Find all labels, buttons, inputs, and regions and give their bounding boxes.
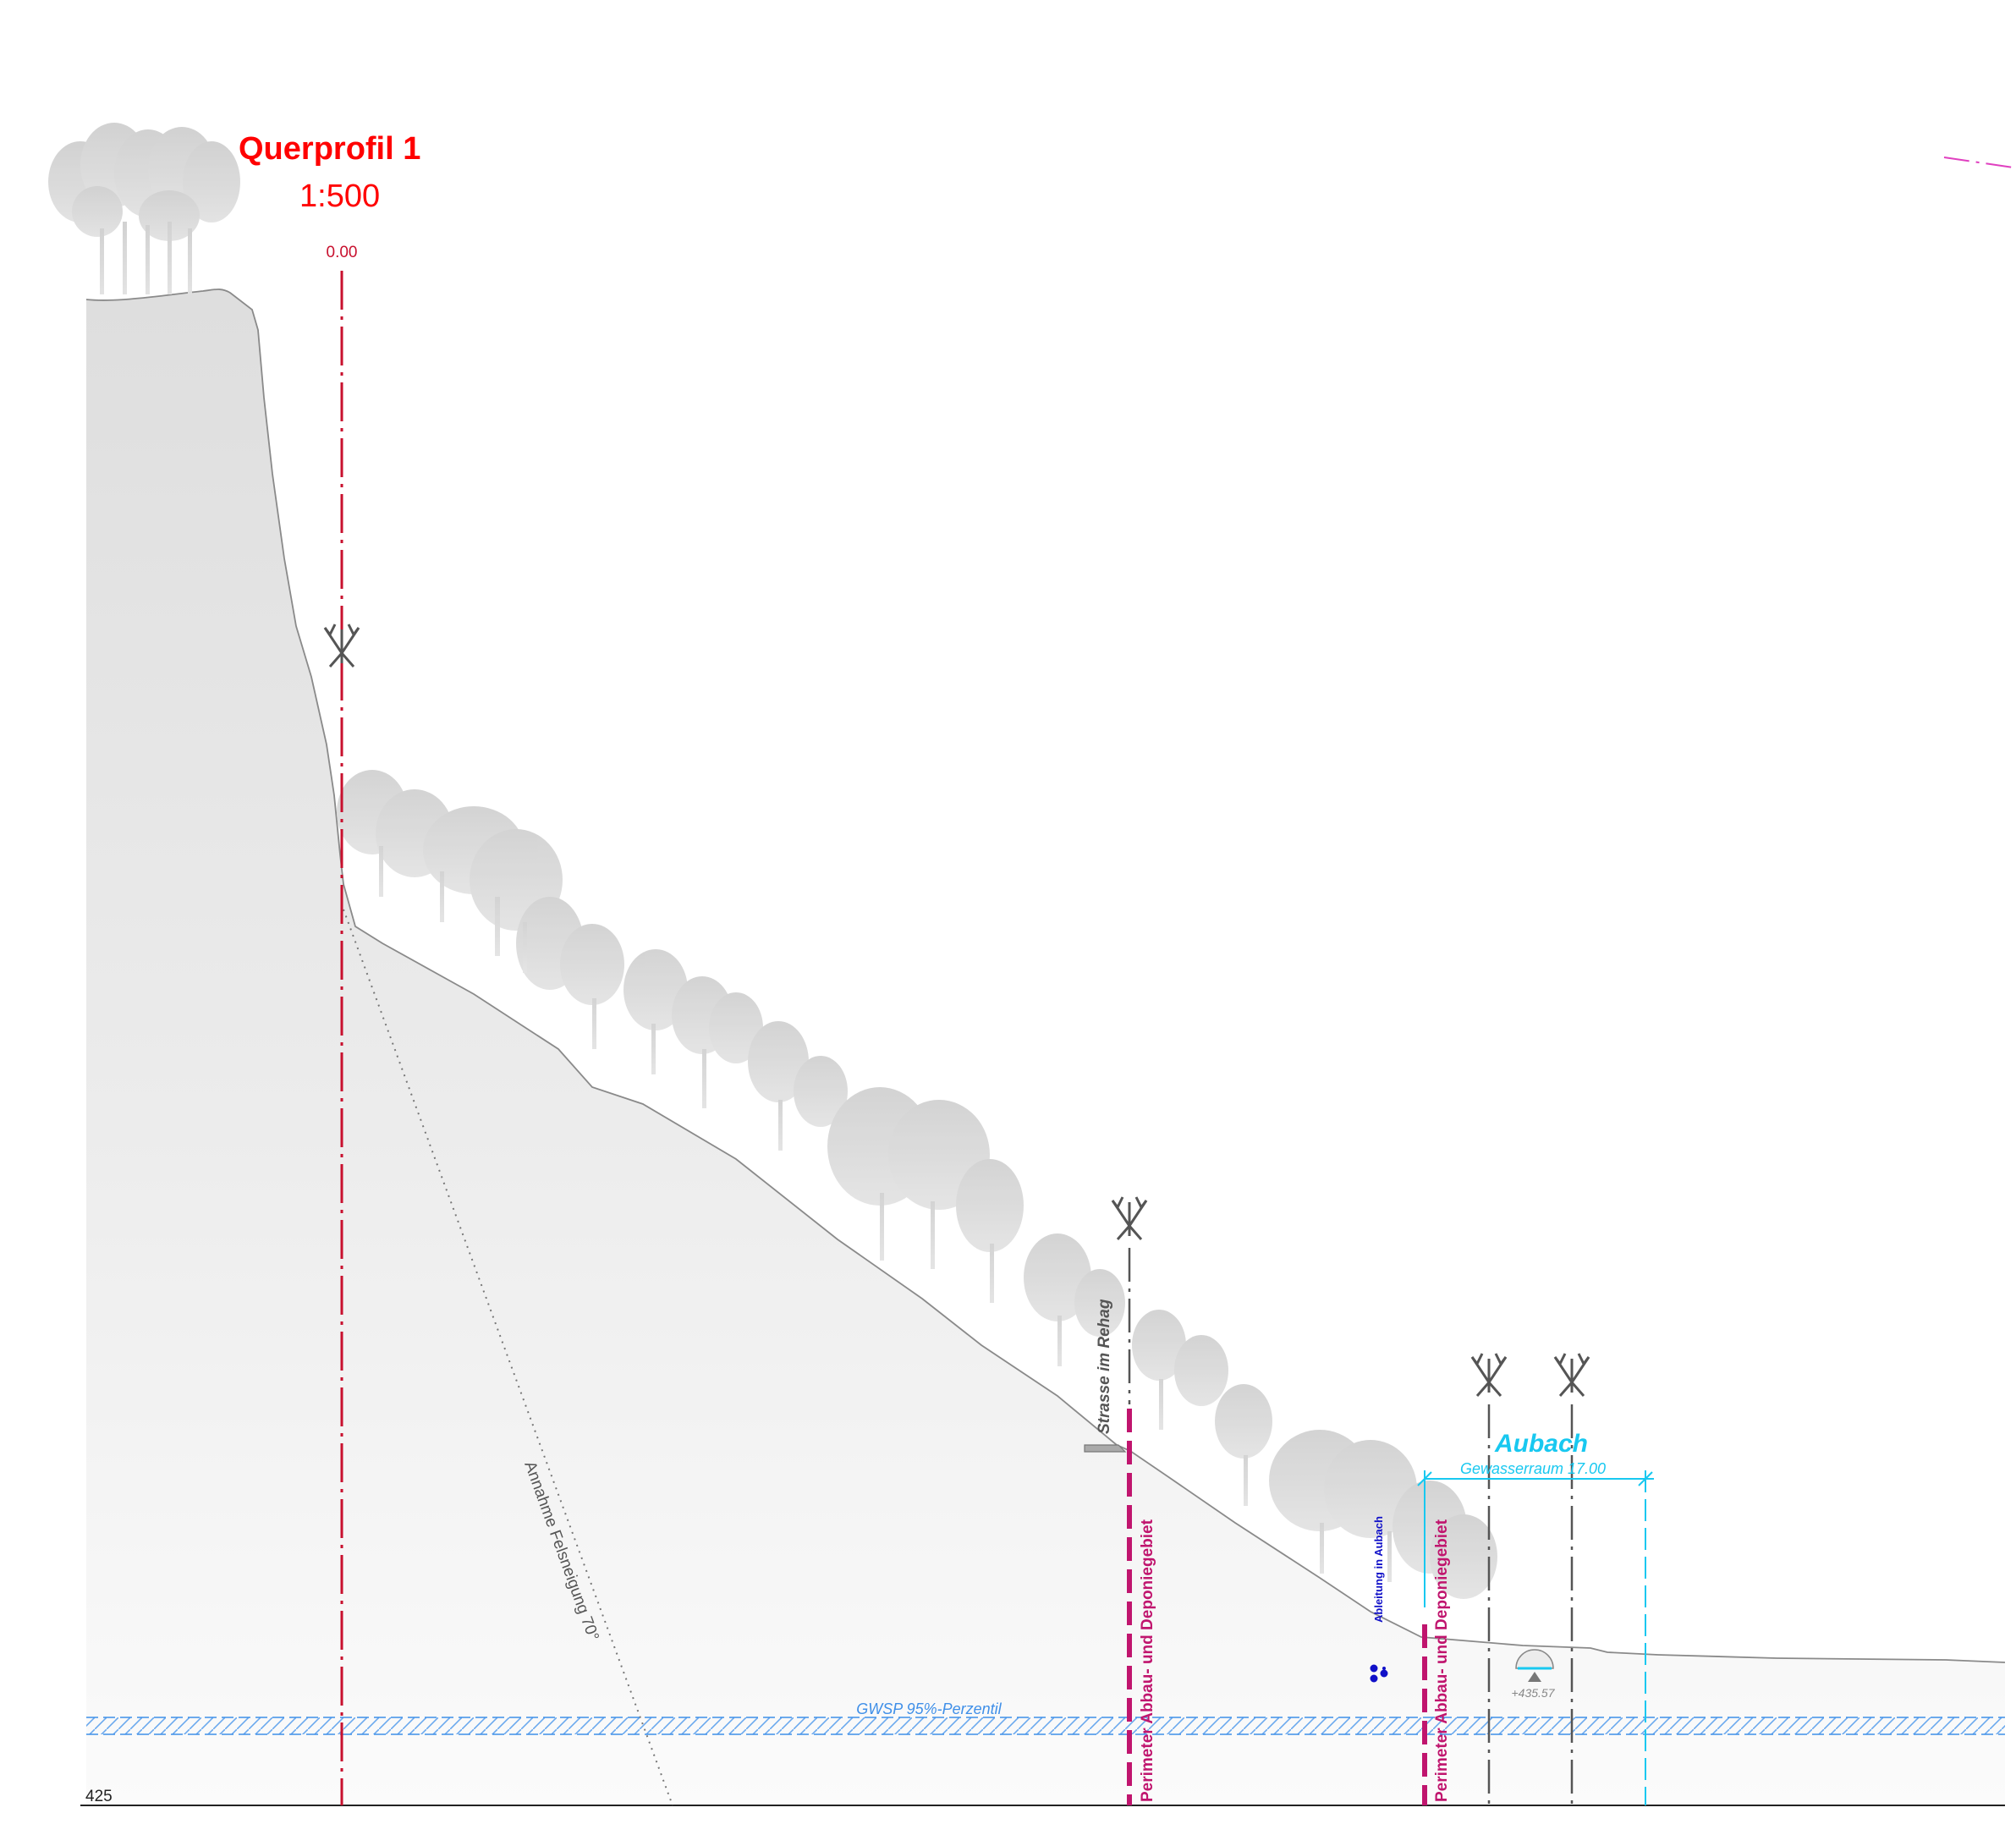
perimeter-label-1: Perimeter Abbau- und Deponiegebiet (1139, 1519, 1156, 1802)
stream-name: Aubach (1494, 1430, 1588, 1458)
survey-mark-3 (1470, 1352, 1508, 1398)
terrain-body (86, 289, 2005, 1805)
terrain-profile-line (85, 288, 2006, 1663)
road-label: Strasse im Rehag (1096, 1299, 1113, 1434)
station-label: 0.00 (327, 244, 358, 261)
groundwater-label: GWSP 95%-Perzentil (856, 1700, 1002, 1717)
road-element (1084, 1444, 1127, 1453)
stream-space-dimension (1417, 1470, 1654, 1805)
stream-space-label: Gewasserraum 17.00 (1460, 1460, 1606, 1477)
survey-mark-1 (323, 623, 360, 668)
survey-mark-4 (1553, 1352, 1590, 1398)
drawing-scale: 1:500 (299, 179, 380, 214)
drawing-title: Querprofil 1 (239, 131, 420, 167)
drainage-symbol (1370, 1664, 1388, 1683)
tree-group-top (48, 123, 240, 294)
groundwater-band (86, 1717, 2005, 1735)
tree-group-slope (337, 770, 1497, 1599)
survey-mark-2 (1111, 1195, 1148, 1241)
perimeter-label-2: Perimeter Abbau- und Deponiegebiet (1433, 1519, 1451, 1802)
elevation-label: 425 (85, 1788, 113, 1805)
drainage-label: Ableitung in Aubach (1372, 1516, 1385, 1623)
water-level-marker (1515, 1649, 1554, 1682)
reference-line (1943, 157, 2014, 168)
water-level-label: +435.57 (1512, 1686, 1556, 1700)
